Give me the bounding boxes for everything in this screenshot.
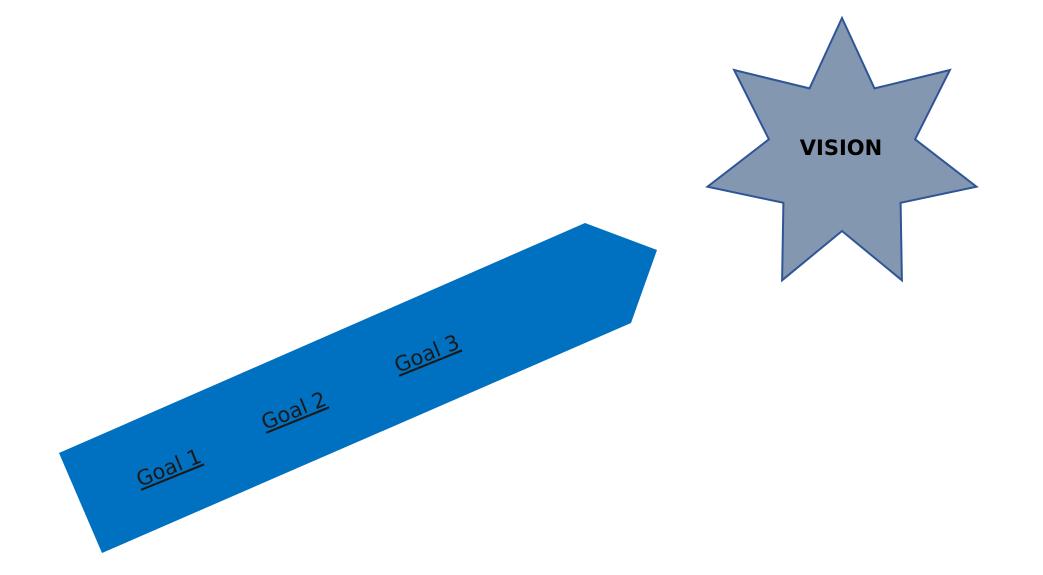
vision-star [705,15,979,283]
vision-label: VISION [800,136,882,160]
goals-arrow [59,223,657,553]
